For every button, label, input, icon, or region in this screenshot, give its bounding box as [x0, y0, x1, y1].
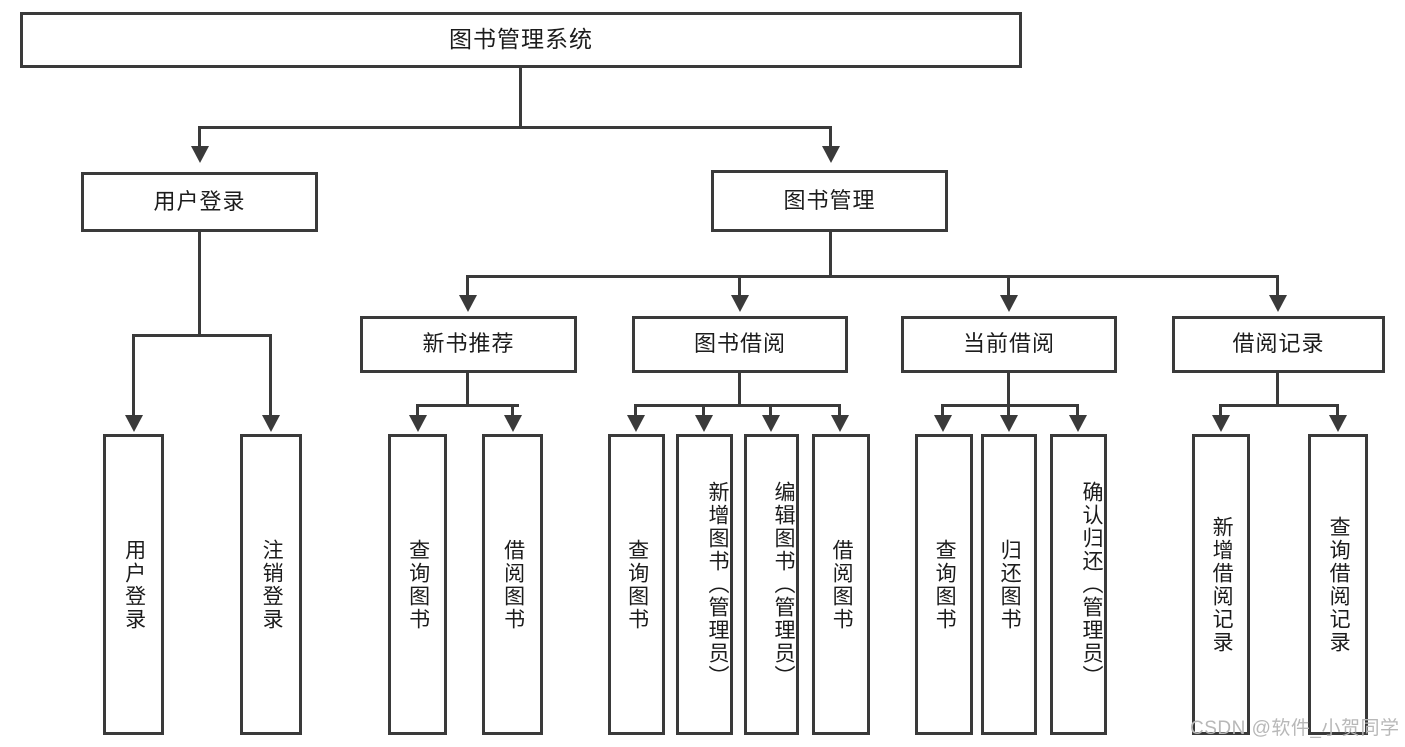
leaf-confirm-return-admin[interactable]: 确认归还（管理员） — [1050, 434, 1107, 735]
leaf-query-book-current[interactable]: 查询图书 — [915, 434, 973, 735]
edge-br-leaf2 — [1336, 404, 1339, 417]
edge-bb-leaf1 — [634, 404, 637, 417]
arrow-root-to-user-login — [191, 146, 209, 163]
node-label: 图书借阅 — [693, 331, 786, 357]
node-label: 查询图书 — [406, 538, 430, 631]
arrow-cb-leaf1 — [934, 415, 952, 432]
edge-root-to-book-management — [829, 126, 832, 148]
edge-current-borrow-stem — [1007, 373, 1010, 406]
edge-bm-to-current-borrow — [1007, 275, 1010, 297]
watermark-text: CSDN @软件_小贺同学 — [1190, 718, 1400, 739]
arrow-user-login-leaf1 — [125, 415, 143, 432]
edge-book-borrow-bus — [634, 404, 841, 407]
leaf-add-borrow-record[interactable]: 新增借阅记录 — [1192, 434, 1250, 735]
edge-new-book-bus — [416, 404, 519, 407]
node-book-management[interactable]: 图书管理 — [711, 170, 948, 232]
node-label: 借阅图书 — [830, 538, 854, 631]
leaf-query-borrow-record[interactable]: 查询借阅记录 — [1308, 434, 1368, 735]
arrow-bb-leaf2 — [695, 415, 713, 432]
edge-borrow-record-bus — [1219, 404, 1339, 407]
leaf-borrow-book[interactable]: 借阅图书 — [812, 434, 870, 735]
edge-borrow-record-stem — [1276, 373, 1279, 406]
edge-root-stem — [519, 68, 522, 128]
arrow-br-leaf1 — [1212, 415, 1230, 432]
edge-user-login-stem — [198, 232, 201, 337]
arrow-bm-to-current-borrow — [1000, 295, 1018, 312]
node-borrow-record[interactable]: 借阅记录 — [1172, 316, 1385, 373]
arrow-cb-leaf2 — [1000, 415, 1018, 432]
edge-bm-to-new-book — [466, 275, 469, 297]
arrow-cb-leaf3 — [1069, 415, 1087, 432]
leaf-query-book-recommend[interactable]: 查询图书 — [388, 434, 447, 735]
edge-bm-to-borrow-record — [1276, 275, 1279, 297]
node-user-login[interactable]: 用户登录 — [81, 172, 318, 232]
arrow-bm-to-book-borrow — [731, 295, 749, 312]
node-label: 归还图书 — [998, 538, 1022, 631]
edge-bb-leaf3 — [769, 404, 772, 417]
leaf-logout[interactable]: 注销登录 — [240, 434, 302, 735]
node-label: 查询图书 — [625, 538, 649, 631]
arrow-bm-to-new-book — [459, 295, 477, 312]
edge-bm-to-book-borrow — [738, 275, 741, 297]
node-label: 借阅记录 — [1232, 331, 1325, 357]
edge-root-bus — [198, 126, 832, 129]
edge-cb-leaf3 — [1076, 404, 1079, 417]
leaf-add-book-admin[interactable]: 新增图书（管理员） — [676, 434, 733, 735]
node-label: 图书管理系统 — [449, 26, 593, 53]
node-label: 用户登录 — [153, 188, 246, 214]
node-label: 图书管理 — [783, 187, 876, 213]
edge-cb-leaf2 — [1007, 404, 1010, 417]
edge-book-management-bus — [466, 275, 1279, 278]
edge-new-book-leaf1 — [416, 404, 419, 417]
edge-root-to-user-login — [198, 126, 201, 148]
arrow-bb-leaf4 — [831, 415, 849, 432]
edge-br-leaf1 — [1219, 404, 1222, 417]
edge-book-management-stem — [829, 232, 832, 277]
leaf-return-book[interactable]: 归还图书 — [981, 434, 1037, 735]
edge-new-book-stem — [466, 373, 469, 406]
arrow-root-to-book-management — [822, 146, 840, 163]
edge-bb-leaf2 — [702, 404, 705, 417]
arrow-bb-leaf3 — [762, 415, 780, 432]
arrow-new-book-leaf1 — [409, 415, 427, 432]
edge-user-login-leaf1 — [132, 334, 135, 417]
node-label: 确认归还（管理员） — [1080, 481, 1103, 688]
edge-book-borrow-stem — [738, 373, 741, 406]
node-label: 查询图书 — [933, 538, 957, 631]
node-label: 新增图书（管理员） — [706, 481, 729, 688]
edge-new-book-leaf2 — [511, 404, 514, 417]
node-book-borrow[interactable]: 图书借阅 — [632, 316, 848, 373]
node-label: 借阅图书 — [501, 538, 525, 631]
arrow-bm-to-borrow-record — [1269, 295, 1287, 312]
node-label: 当前借阅 — [962, 331, 1055, 357]
node-new-book-recommend[interactable]: 新书推荐 — [360, 316, 577, 373]
node-label: 新书推荐 — [422, 331, 515, 357]
leaf-borrow-book-recommend[interactable]: 借阅图书 — [482, 434, 543, 735]
node-label: 查询借阅记录 — [1327, 515, 1351, 654]
node-label: 新增借阅记录 — [1210, 515, 1234, 654]
edge-user-login-leaf2 — [269, 334, 272, 417]
node-label: 注销登录 — [260, 538, 284, 631]
edge-cb-leaf1 — [941, 404, 944, 417]
watermark-csdn: CSDN @软件_小贺同学 — [1190, 713, 1399, 740]
node-label: 用户登录 — [122, 538, 146, 631]
edge-user-login-bus — [132, 334, 269, 337]
leaf-user-login[interactable]: 用户登录 — [103, 434, 164, 735]
arrow-user-login-leaf2 — [262, 415, 280, 432]
arrow-br-leaf2 — [1329, 415, 1347, 432]
node-root-book-management-system[interactable]: 图书管理系统 — [20, 12, 1022, 68]
arrow-bb-leaf1 — [627, 415, 645, 432]
arrow-new-book-leaf2 — [504, 415, 522, 432]
edge-bb-leaf4 — [838, 404, 841, 417]
node-current-borrow[interactable]: 当前借阅 — [901, 316, 1117, 373]
leaf-query-book-borrow[interactable]: 查询图书 — [608, 434, 665, 735]
leaf-edit-book-admin[interactable]: 编辑图书（管理员） — [744, 434, 799, 735]
node-label: 编辑图书（管理员） — [772, 481, 795, 688]
